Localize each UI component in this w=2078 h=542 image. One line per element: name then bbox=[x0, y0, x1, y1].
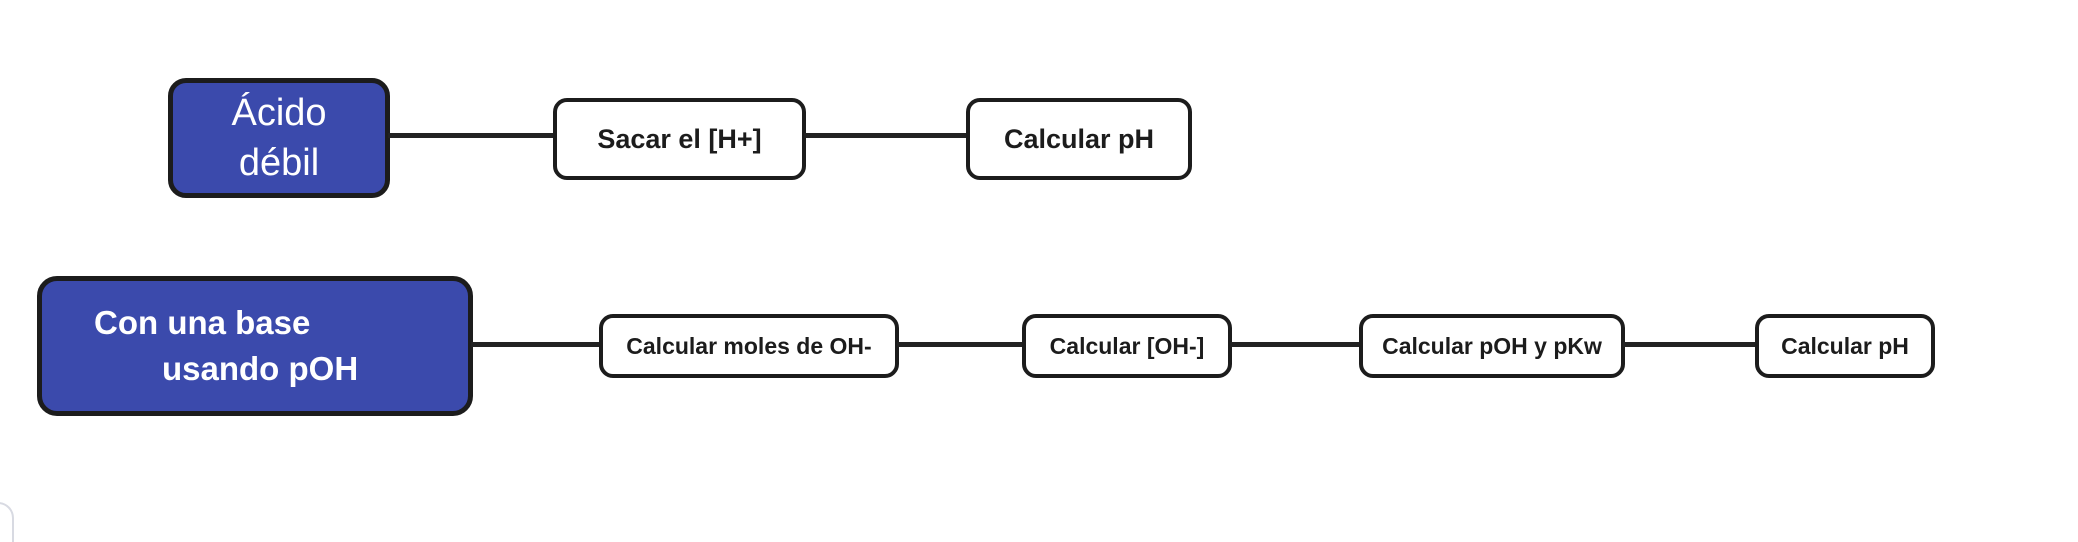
node-calcular-oh[interactable]: Calcular [OH-] bbox=[1022, 314, 1232, 378]
node-label-line: Ácido bbox=[231, 92, 327, 134]
node-calcular-moles-oh[interactable]: Calcular moles de OH- bbox=[599, 314, 899, 378]
node-acido-debil[interactable]: Ácido débil bbox=[168, 78, 390, 198]
node-sacar-el-h[interactable]: Sacar el [H+] bbox=[553, 98, 806, 180]
node-label-line: usando pOH bbox=[162, 350, 359, 387]
node-con-una-base[interactable]: Con una base usando pOH bbox=[37, 276, 473, 416]
connector bbox=[897, 342, 1024, 347]
node-calcular-poh-pkw[interactable]: Calcular pOH y pKw bbox=[1359, 314, 1625, 378]
connector bbox=[388, 133, 555, 138]
node-calcular-ph-row1[interactable]: Calcular pH bbox=[966, 98, 1192, 180]
node-label: Calcular moles de OH- bbox=[626, 332, 872, 359]
page-corner-fragment bbox=[0, 502, 14, 542]
node-label: Calcular pH bbox=[1003, 123, 1155, 154]
connector bbox=[804, 133, 968, 138]
node-calcular-ph-row2[interactable]: Calcular pH bbox=[1755, 314, 1935, 378]
node-label: Calcular pOH y pKw bbox=[1382, 332, 1602, 359]
connector bbox=[471, 342, 601, 347]
node-label: Calcular pH bbox=[1781, 332, 1909, 359]
connector bbox=[1230, 342, 1361, 347]
node-label-line: débil bbox=[238, 142, 320, 184]
node-label: Calcular [OH-] bbox=[1049, 332, 1205, 359]
connector bbox=[1623, 342, 1757, 347]
node-label-line: Con una base bbox=[94, 304, 311, 341]
node-label: Sacar el [H+] bbox=[597, 123, 762, 154]
